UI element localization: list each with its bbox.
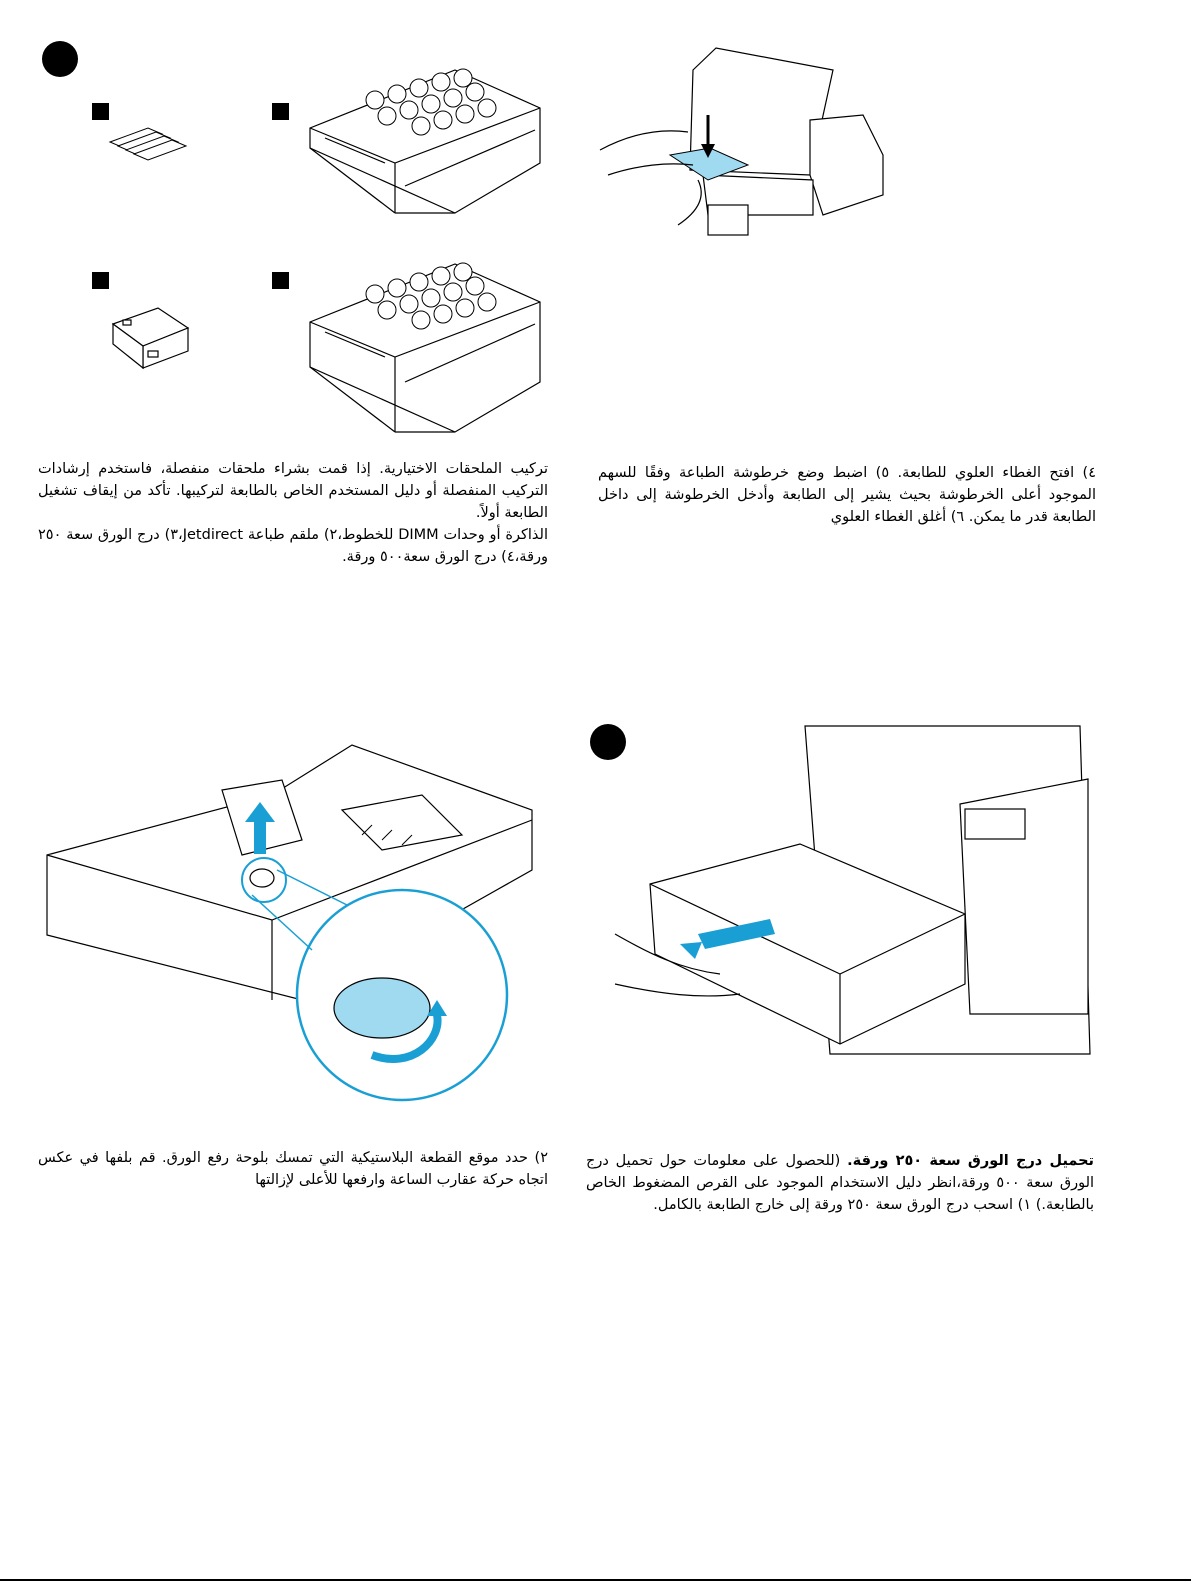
cartridge-instructions: ٤) افتح الغطاء العلوي للطابعة. ٥) اضبط و… <box>598 462 1096 528</box>
cartridge-insertion-illustration <box>598 40 1098 440</box>
lock-removal-instructions: ٢) حدد موقع القطعة البلاستيكية التي تمسك… <box>38 1147 548 1191</box>
accessories-instructions-text: تركيب الملحقات الاختيارية. إذا قمت بشراء… <box>38 458 548 524</box>
cartridge-instructions-text: ٤) افتح الغطاء العلوي للطابعة. ٥) اضبط و… <box>598 462 1096 528</box>
load-tray-heading: تحميل درج الورق سعة ٢٥٠ ورقة. <box>847 1153 1094 1169</box>
dimm-modules-illustration <box>108 120 198 160</box>
jetdirect-card-illustration <box>108 306 198 371</box>
footer-rule <box>0 1579 1191 1581</box>
tray-500-illustration <box>305 262 545 437</box>
callout-marker-3 <box>92 272 109 289</box>
step-badge-top <box>42 41 78 77</box>
accessories-instructions: تركيب الملحقات الاختيارية. إذا قمت بشراء… <box>38 458 548 568</box>
callout-marker-1 <box>92 103 109 120</box>
accessories-list-text: الذاكرة أو وحدات DIMM للخطوط،٢) ملقم طبا… <box>38 524 548 568</box>
pull-tray-illustration <box>610 724 1090 1054</box>
load-tray-instructions: تحميل درج الورق سعة ٢٥٠ ورقة. (للحصول عل… <box>586 1150 1094 1216</box>
callout-marker-4 <box>272 272 289 289</box>
tray-lock-removal-illustration <box>42 740 552 1110</box>
lock-removal-instructions-text: ٢) حدد موقع القطعة البلاستيكية التي تمسك… <box>38 1147 548 1191</box>
tray-250-illustration <box>305 68 545 218</box>
callout-marker-2 <box>272 103 289 120</box>
